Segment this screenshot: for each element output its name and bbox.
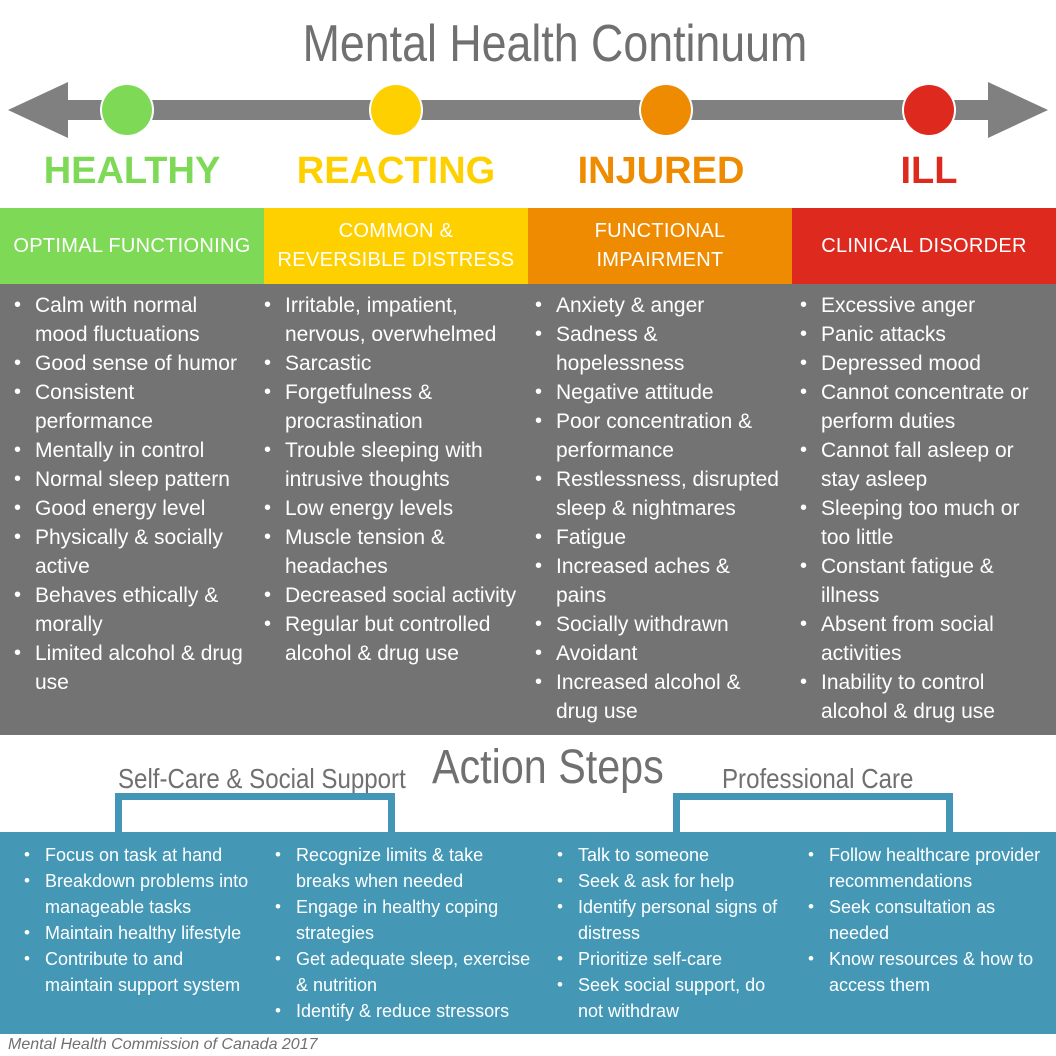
stage-label-healthy: HEALTHY (43, 150, 221, 192)
category-clinical-disorder: CLINICAL DISORDER (792, 208, 1056, 284)
arrow-head-left (8, 82, 68, 138)
list-item: Identify & reduce stressors (251, 998, 533, 1024)
list-item: Seek & ask for help (533, 868, 784, 894)
symptoms-reacting: Irritable, impatient, nervous, overwhelm… (250, 284, 521, 735)
category-label: OPTIMAL FUNCTIONING (13, 234, 251, 257)
list-item: Restlessness, disrupted sleep & nightmar… (521, 465, 786, 523)
actions-professional-1: Talk to someoneSeek & ask for helpIdenti… (533, 832, 784, 1034)
stage-label-injured: INJURED (577, 150, 745, 192)
stage-dot-ill (904, 85, 954, 135)
list-item: Seek social support, do not withdraw (533, 972, 784, 1024)
source-credit: Mental Health Commission of Canada 2017 (8, 1036, 318, 1053)
list-item: Contribute to and maintain support syste… (0, 946, 251, 998)
list-item: Sarcastic (250, 349, 521, 378)
list-item: Follow healthcare provider recommendatio… (784, 842, 1056, 894)
list-item: Focus on task at hand (0, 842, 251, 868)
list-item: Panic attacks (786, 320, 1056, 349)
list-item: Recognize limits & take breaks when need… (251, 842, 533, 894)
list-item: Breakdown problems into manageable tasks (0, 868, 251, 920)
list-item: Anxiety & anger (521, 291, 786, 320)
list-item: Increased alcohol & drug use (521, 668, 786, 726)
list-item: Engage in healthy coping strategies (251, 894, 533, 946)
list-item: Constant fatigue & illness (786, 552, 1056, 610)
list-item: Trouble sleeping with intrusive thoughts (250, 436, 521, 494)
stage-label-reacting: REACTING (296, 150, 496, 192)
professional-care-label: Professional Care (722, 763, 914, 794)
list-item: Low energy levels (250, 494, 521, 523)
list-item: Physically & socially active (0, 523, 250, 581)
actions-self-care-2: Recognize limits & take breaks when need… (251, 832, 533, 1034)
list-item: Limited alcohol & drug use (0, 639, 250, 697)
list-item: Fatigue (521, 523, 786, 552)
list-item: Sleeping too much or too little (786, 494, 1056, 552)
list-item: Behaves ethically & morally (0, 581, 250, 639)
list-item: Good energy level (0, 494, 250, 523)
arrow-head-right (988, 82, 1048, 138)
self-care-label: Self-Care & Social Support (118, 763, 406, 794)
list-item: Inability to control alcohol & drug use (786, 668, 1056, 726)
symptoms-ill: Excessive angerPanic attacksDepressed mo… (786, 284, 1056, 735)
list-item: Normal sleep pattern (0, 465, 250, 494)
list-item: Mentally in control (0, 436, 250, 465)
list-item: Forgetfulness & procrastination (250, 378, 521, 436)
list-item: Prioritize self-care (533, 946, 784, 972)
stage-label-ill: ILL (900, 150, 958, 192)
action-steps-panel: Focus on task at handBreakdown problems … (0, 832, 1056, 1034)
list-item: Maintain healthy lifestyle (0, 920, 251, 946)
list-item: Get adequate sleep, exercise & nutrition (251, 946, 533, 998)
list-item: Good sense of humor (0, 349, 250, 378)
list-item: Calm with normal mood fluctuations (0, 291, 250, 349)
category-label: COMMON & REVERSIBLE DISTRESS (277, 220, 515, 271)
category-optimal-functioning: OPTIMAL FUNCTIONING (0, 208, 264, 284)
actions-self-care-1: Focus on task at handBreakdown problems … (0, 832, 251, 1034)
list-item: Talk to someone (533, 842, 784, 868)
list-item: Consistent performance (0, 378, 250, 436)
actions-professional-2: Follow healthcare provider recommendatio… (784, 832, 1056, 1034)
category-label: CLINICAL DISORDER (821, 234, 1027, 257)
professional-care-bracket (673, 793, 953, 835)
list-item: Identify personal signs of distress (533, 894, 784, 946)
list-item: Know resources & how to access them (784, 946, 1056, 998)
category-label: FUNCTIONAL IMPAIRMENT (594, 220, 726, 271)
list-item: Absent from social activities (786, 610, 1056, 668)
list-item: Negative attitude (521, 378, 786, 407)
stage-dot-reacting (371, 85, 421, 135)
list-item: Muscle tension & headaches (250, 523, 521, 581)
arrow-shaft (60, 100, 996, 120)
list-item: Cannot concentrate or perform duties (786, 378, 1056, 436)
self-care-bracket (115, 793, 395, 835)
list-item: Sadness & hopelessness (521, 320, 786, 378)
action-steps-title: Action Steps (432, 741, 664, 794)
category-functional-impairment: FUNCTIONAL IMPAIRMENT (528, 208, 792, 284)
symptoms-injured: Anxiety & angerSadness & hopelessnessNeg… (521, 284, 786, 735)
list-item: Regular but controlled alcohol & drug us… (250, 610, 521, 668)
list-item: Poor concentration & performance (521, 407, 786, 465)
list-item: Seek consultation as needed (784, 894, 1056, 946)
symptoms-healthy: Calm with normal mood fluctuationsGood s… (0, 284, 250, 735)
page-title: Mental Health Continuum (302, 15, 808, 73)
list-item: Socially withdrawn (521, 610, 786, 639)
category-common-reversible-distress: COMMON & REVERSIBLE DISTRESS (264, 208, 528, 284)
continuum-arrow (8, 82, 1048, 138)
list-item: Avoidant (521, 639, 786, 668)
symptoms-panel: Calm with normal mood fluctuationsGood s… (0, 284, 1056, 735)
list-item: Irritable, impatient, nervous, overwhelm… (250, 291, 521, 349)
list-item: Decreased social activity (250, 581, 521, 610)
category-header-row: OPTIMAL FUNCTIONING COMMON & REVERSIBLE … (0, 208, 1056, 284)
list-item: Excessive anger (786, 291, 1056, 320)
list-item: Cannot fall asleep or stay asleep (786, 436, 1056, 494)
list-item: Increased aches & pains (521, 552, 786, 610)
stage-dot-injured (641, 85, 691, 135)
list-item: Depressed mood (786, 349, 1056, 378)
stage-dot-healthy (102, 85, 152, 135)
